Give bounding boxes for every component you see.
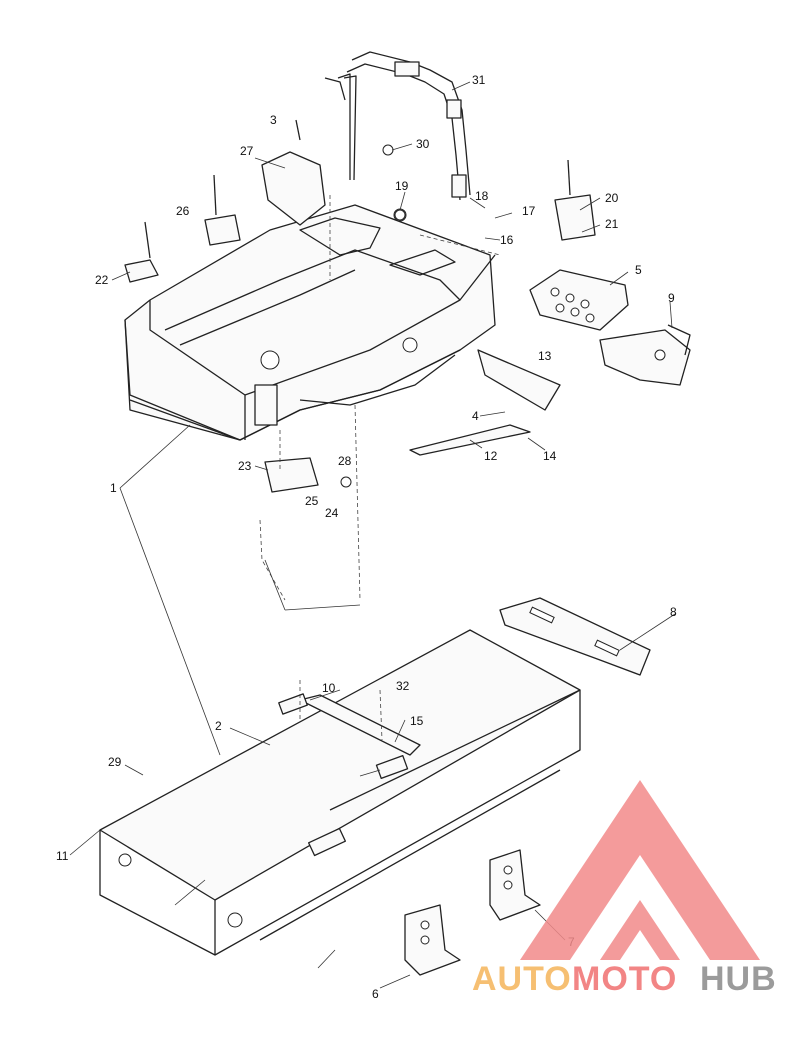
- callout-9: 9: [668, 291, 675, 305]
- callout-13: 13: [538, 349, 552, 363]
- callout-18: 18: [475, 189, 489, 203]
- hardware-parts: [124, 119, 596, 493]
- skid-plate-part: [409, 349, 561, 456]
- callout-28: 28: [338, 454, 352, 468]
- callout-20: 20: [605, 191, 619, 205]
- callout-31: 31: [472, 73, 486, 87]
- foot-bracket-6-part: [404, 904, 461, 976]
- callout-8: 8: [670, 605, 677, 619]
- callout-15: 15: [410, 714, 424, 728]
- callout-11: 11: [56, 849, 69, 863]
- foot-bracket-7-part: [489, 849, 541, 921]
- callout-32: 32: [396, 679, 410, 693]
- logo-word-moto: MOTO: [572, 960, 677, 998]
- bumper-bracket-part: [529, 269, 629, 331]
- logo-word-auto: AUTO: [472, 960, 572, 998]
- callout-21: 21: [605, 217, 619, 231]
- callout-2: 2: [215, 719, 222, 733]
- callout-29: 29: [108, 755, 122, 769]
- callout-22: 22: [95, 273, 109, 287]
- callout-24: 24: [325, 506, 339, 520]
- callout-23: 23: [238, 459, 252, 473]
- callout-14: 14: [543, 449, 557, 463]
- logo-triangle: [520, 780, 760, 960]
- callout-5: 5: [635, 263, 642, 277]
- side-bracket-part: [599, 324, 691, 386]
- assembly-lines: [259, 195, 501, 741]
- steering-post-part: [324, 51, 471, 201]
- crossbar-part: [278, 693, 421, 780]
- callout-19: 19: [395, 179, 409, 193]
- logo-word-hub: HUB: [700, 960, 777, 998]
- callout-10: 10: [322, 681, 336, 695]
- callout-26: 26: [176, 204, 190, 218]
- tunnel-chassis-part: [99, 629, 581, 956]
- bulkhead-frame-part: [124, 204, 496, 441]
- callout-27: 27: [240, 144, 254, 158]
- automotohub-logo: AUTO MOTO HUB: [472, 780, 777, 998]
- callout-1: 1: [110, 481, 117, 495]
- callout-3: 3: [270, 113, 277, 127]
- callout-30: 30: [416, 137, 430, 151]
- callout-4: 4: [472, 409, 479, 423]
- callout-12: 12: [484, 449, 498, 463]
- callout-16: 16: [500, 233, 514, 247]
- callout-6: 6: [372, 987, 379, 1001]
- callout-25: 25: [305, 494, 319, 508]
- callout-17: 17: [522, 204, 536, 218]
- rear-bracket-part: [499, 597, 651, 676]
